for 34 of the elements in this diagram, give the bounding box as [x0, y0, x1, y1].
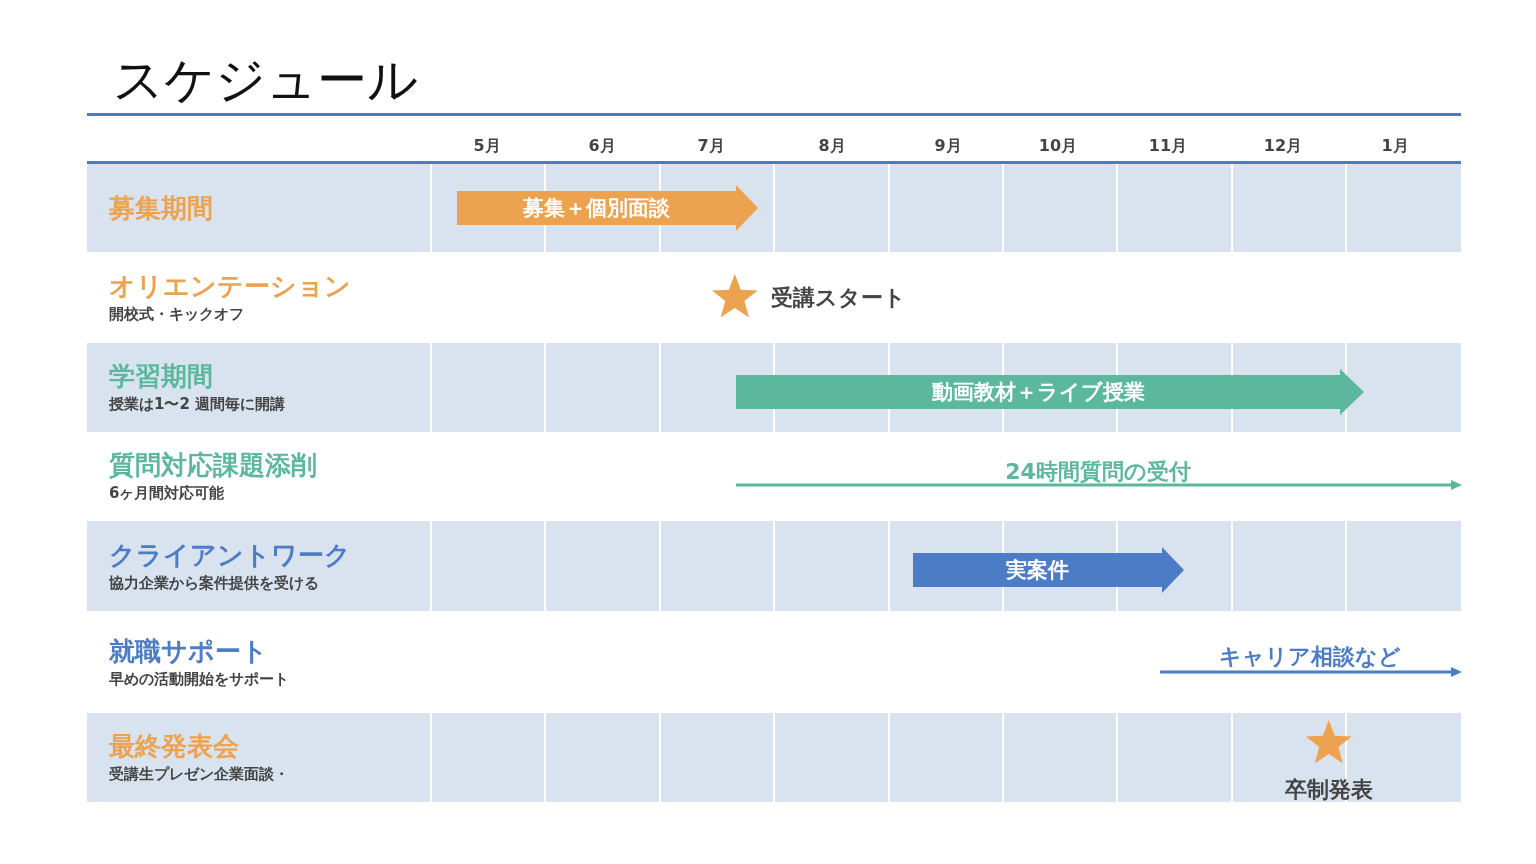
row-heading: クライアントワーク — [109, 539, 351, 571]
row-subtitle: 授業は1〜2 週間毎に開講 — [109, 394, 286, 414]
row-subtitle: 6ヶ月間対応可能 — [109, 483, 225, 503]
month-label: 6月 — [588, 136, 616, 156]
row-heading: 最終発表会 — [109, 731, 239, 762]
row-heading: オリエンテーション — [109, 271, 351, 302]
page-title: スケジュール — [113, 50, 418, 110]
row-band — [87, 521, 1461, 611]
arrow-label: 24時間質問の受付 — [1005, 458, 1191, 486]
row-subtitle: 協力企業から案件提供を受ける — [109, 572, 319, 593]
row-band — [87, 343, 1461, 432]
month-label: 5月 — [473, 136, 501, 156]
month-label: 7月 — [697, 136, 725, 156]
row-heading: 就職サポート — [109, 635, 268, 667]
row-subtitle: 開校式・キックオフ — [109, 304, 244, 324]
milestone-label: 卒制発表 — [1285, 776, 1373, 804]
phase-arrow: 募集＋個別面談 — [457, 185, 758, 231]
row-subtitle: 早めの活動開始をサポート — [109, 668, 289, 689]
row-band — [87, 713, 1461, 802]
row-band — [87, 164, 1461, 252]
row-subtitle: 受講生プレゼン企業面談・ — [109, 764, 289, 784]
month-label: 11月 — [1148, 136, 1188, 156]
phase-arrow: 動画教材＋ライブ授業 — [736, 369, 1364, 415]
month-label: 10月 — [1038, 136, 1078, 156]
month-label: 1月 — [1381, 136, 1409, 156]
row-heading: 募集期間 — [109, 192, 213, 224]
arrow-label: キャリア相談など — [1219, 643, 1401, 671]
row-heading: 学習期間 — [109, 361, 213, 392]
phase-arrow: 実案件 — [913, 547, 1184, 593]
month-label: 8月 — [818, 136, 846, 156]
row-heading: 質問対応課題添削 — [109, 450, 317, 481]
milestone-label: 受講スタート — [771, 284, 906, 312]
month-label: 9月 — [934, 136, 962, 156]
month-label: 12月 — [1263, 136, 1303, 156]
